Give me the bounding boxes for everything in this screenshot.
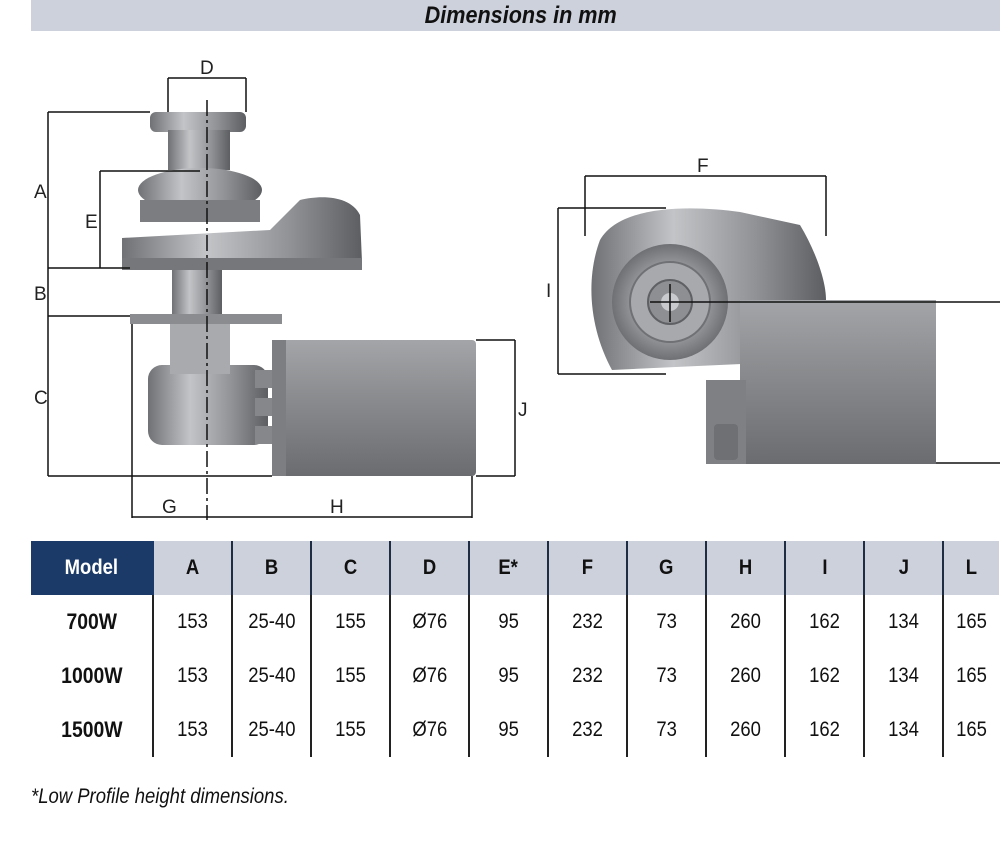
table-header-row: Model A B C D E* F G H I J L [31, 541, 999, 595]
table-row: 1500W 153 25-40 155 Ø76 95 232 73 260 16… [31, 703, 999, 757]
table-cell: 232 [548, 703, 628, 757]
motor-front [740, 300, 936, 464]
table-cell: 134 [864, 649, 944, 703]
side-view: A B C E D J G H [34, 58, 528, 520]
model-cell: 700W [31, 595, 154, 649]
table-cell: 73 [627, 649, 707, 703]
dim-label-f: F [697, 156, 709, 177]
deck-plate [130, 314, 282, 324]
table-cell: 162 [785, 649, 865, 703]
table-cell: 25-40 [232, 649, 312, 703]
table-row: 1000W 153 25-40 155 Ø76 95 232 73 260 16… [31, 649, 999, 703]
dim-label-c: C [34, 388, 48, 409]
table-cell: 162 [785, 703, 865, 757]
shaft [172, 270, 222, 318]
capstan-top [150, 112, 246, 132]
dim-label-g: G [162, 497, 177, 518]
column-header-b: B [232, 541, 312, 595]
gearbox [148, 365, 268, 445]
motor-side [272, 340, 476, 476]
column-header-model: Model [31, 541, 154, 595]
table-cell: 165 [956, 610, 987, 633]
table-cell: 260 [706, 649, 786, 703]
column-header-j: J [864, 541, 944, 595]
table-cell: 95 [469, 595, 549, 649]
table-cell: 162 [785, 595, 865, 649]
table-cell: 153 [153, 649, 233, 703]
table-cell: 260 [706, 595, 786, 649]
column-header-l: L [943, 541, 999, 595]
column-header-d: D [390, 541, 470, 595]
table-cell: 134 [864, 595, 944, 649]
column-header-g: G [627, 541, 707, 595]
windlass-dimension-diagram: A B C E D J G H [34, 58, 1000, 520]
table-cell: 232 [548, 595, 628, 649]
table-cell: 25-40 [232, 595, 312, 649]
housing [122, 197, 362, 270]
table-cell: 155 [311, 649, 391, 703]
table-cell: 155 [311, 595, 391, 649]
dim-label-h: H [330, 497, 344, 518]
column-header-c: C [311, 541, 391, 595]
table-cell: 25-40 [232, 703, 312, 757]
footnote: *Low Profile height dimensions. [31, 785, 289, 808]
table-cell: 73 [627, 595, 707, 649]
dim-label-j: J [518, 400, 528, 421]
model-cell: 1000W [31, 649, 154, 703]
dim-label-i: I [546, 281, 551, 302]
column-header-a: A [153, 541, 233, 595]
dimensions-table: Model A B C D E* F G H I J L 700W 153 25… [31, 541, 999, 757]
table-cell: 95 [469, 649, 549, 703]
front-view: F I [546, 156, 1000, 464]
column-header-h: H [706, 541, 786, 595]
column-header-f: F [548, 541, 628, 595]
table-cell: 73 [627, 703, 707, 757]
table-cell: 165 [956, 664, 987, 687]
table-cell: 232 [548, 649, 628, 703]
dim-label-a: A [34, 182, 47, 203]
table-cell: 165 [956, 718, 987, 741]
column-header-i: I [785, 541, 865, 595]
table-cell: 153 [153, 703, 233, 757]
table-cell: 260 [706, 703, 786, 757]
table-cell: 153 [153, 595, 233, 649]
table-cell: 155 [311, 703, 391, 757]
title-bar: Dimensions in mm [31, 0, 1000, 31]
dim-label-e: E [85, 212, 98, 233]
dim-label-d: D [200, 58, 214, 79]
table-cell: Ø76 [390, 649, 470, 703]
table-row: 700W 153 25-40 155 Ø76 95 232 73 260 162… [31, 595, 999, 649]
capstan-body [168, 130, 230, 170]
table-cell: Ø76 [390, 595, 470, 649]
table-cell: Ø76 [390, 703, 470, 757]
column-header-e: E* [469, 541, 549, 595]
page-title: Dimensions in mm [424, 1, 617, 29]
table-cell: 134 [864, 703, 944, 757]
model-cell: 1500W [31, 703, 154, 757]
table-cell: 95 [469, 703, 549, 757]
dim-label-b: B [34, 284, 47, 305]
